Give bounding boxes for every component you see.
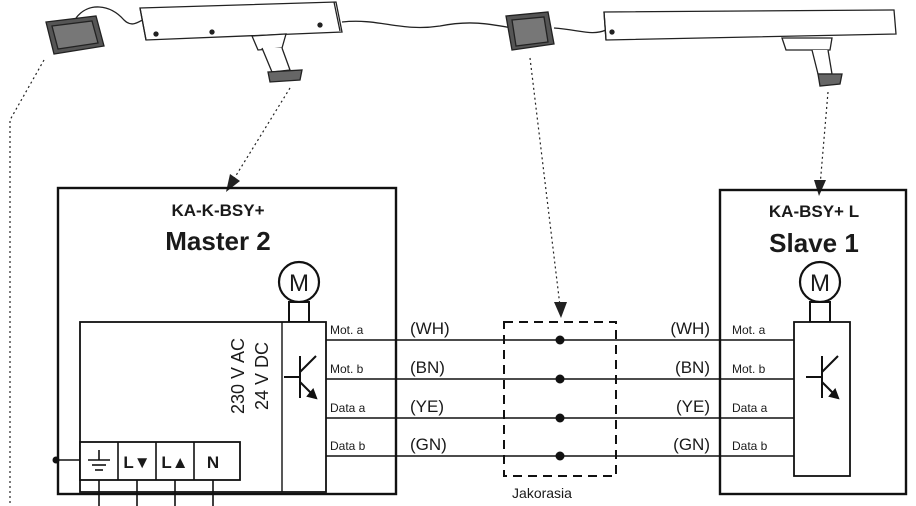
junction-dot bbox=[555, 413, 565, 423]
junction-dot bbox=[555, 451, 565, 461]
wire-color-right: (GN) bbox=[673, 435, 710, 454]
pointer-arrows bbox=[9, 57, 829, 506]
master-model: KA-K-BSY+ bbox=[171, 201, 264, 220]
slave-motor-shaft bbox=[809, 301, 831, 323]
master-enclosure bbox=[56, 186, 398, 496]
master-motor-label: M bbox=[289, 270, 309, 297]
wire-color-left: (GN) bbox=[410, 435, 447, 454]
master-transistor-icon bbox=[284, 355, 318, 400]
slave-signal-label: Data a bbox=[732, 401, 768, 415]
wire-color-right: (YE) bbox=[676, 397, 710, 416]
slave-model: KA-BSY+ L bbox=[769, 202, 859, 221]
terminal-block: L▼ L▲ N bbox=[79, 441, 241, 506]
master-title: Master 2 bbox=[165, 226, 271, 256]
slave-signal-label: Mot. b bbox=[732, 362, 766, 376]
slave-module bbox=[793, 321, 851, 477]
master-signal-label: Mot. b bbox=[330, 362, 364, 376]
slave-transistor-icon bbox=[806, 355, 840, 400]
master-signal-label: Data b bbox=[330, 439, 366, 453]
wire-color-right: (WH) bbox=[670, 319, 710, 338]
slave-title: Slave 1 bbox=[769, 228, 859, 258]
junction-dot bbox=[555, 374, 565, 384]
wire-color-right: (BN) bbox=[675, 358, 710, 377]
slave-signal-label: Mot. a bbox=[732, 323, 766, 337]
wire-color-left: (BN) bbox=[410, 358, 445, 377]
wire-color-left: (YE) bbox=[410, 397, 444, 416]
slave-enclosure bbox=[718, 188, 908, 496]
master-signal-label: Data a bbox=[330, 401, 366, 415]
junction-label: Jakorasia bbox=[512, 485, 572, 501]
slave-signal-label: Data b bbox=[732, 439, 768, 453]
wire-color-left: (WH) bbox=[410, 319, 450, 338]
earth-connection bbox=[52, 456, 80, 464]
arrow-heads bbox=[226, 174, 826, 318]
junction-box bbox=[503, 321, 617, 477]
master-signal-label: Mot. a bbox=[330, 323, 364, 337]
slave-motor-label: M bbox=[810, 270, 830, 297]
ground-icon bbox=[88, 450, 110, 471]
terminal-n: N bbox=[207, 453, 219, 472]
voltage-ac-label: 230 V AC bbox=[228, 338, 248, 414]
master-motor-shaft bbox=[288, 301, 310, 323]
device-illustration bbox=[45, 1, 897, 87]
wire-bundle: Mot. a (WH) (WH) Mot. a Mot. b (BN) (BN) Mot. b… bbox=[326, 319, 794, 461]
voltage-dc-label: 24 V DC bbox=[252, 342, 272, 410]
terminal-l-down: L▼ bbox=[123, 453, 150, 472]
terminal-l-up: L▲ bbox=[161, 453, 188, 472]
junction-dot bbox=[555, 335, 565, 345]
